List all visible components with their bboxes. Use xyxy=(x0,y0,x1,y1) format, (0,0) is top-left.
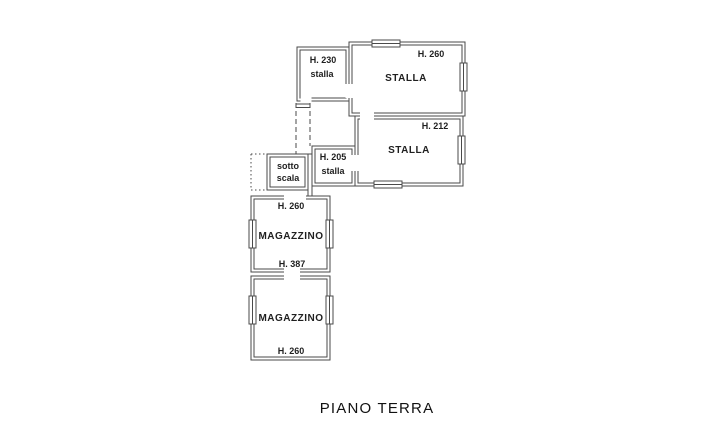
dashed-projection-lines xyxy=(295,103,311,154)
window-symbol xyxy=(371,39,401,48)
stalla-small-top-name: stalla xyxy=(310,69,334,79)
window-symbols xyxy=(248,39,468,325)
window-symbol xyxy=(325,219,334,249)
door-openings xyxy=(284,84,374,280)
window-symbol xyxy=(459,62,468,92)
magazzino-upper-height-label: H. 260 xyxy=(278,201,305,211)
stalla-small-top-height-label: H. 230 xyxy=(310,55,337,65)
window-symbol xyxy=(248,295,257,325)
sotto-scala-name-line1: sotto xyxy=(277,161,299,171)
stalla-small-mid-height-label: H. 205 xyxy=(320,152,347,162)
window-symbol xyxy=(373,180,403,189)
plan-title: PIANO TERRA xyxy=(320,400,435,417)
stalla-mid-height-label: H. 212 xyxy=(422,121,449,131)
sotto-scala-name-line2: scala xyxy=(277,173,301,183)
stalla-large-name: STALLA xyxy=(385,73,427,84)
room-labels: H. 230 stalla H. 260 STALLA H. 212 STALL… xyxy=(258,49,448,356)
magazzino-upper-name: MAGAZZINO xyxy=(258,231,323,242)
window-symbol xyxy=(248,219,257,249)
window-symbol xyxy=(325,295,334,325)
passage-height-label: H. 387 xyxy=(279,259,306,269)
window-symbol xyxy=(457,135,466,165)
magazzino-lower-height-label: H. 260 xyxy=(278,346,305,356)
stalla-small-mid-name: stalla xyxy=(321,166,345,176)
stalla-large-height-label: H. 260 xyxy=(418,49,445,59)
magazzino-lower-name: MAGAZZINO xyxy=(258,313,323,324)
dotted-projection-outline xyxy=(250,153,267,191)
stalla-mid-name: STALLA xyxy=(388,145,430,156)
